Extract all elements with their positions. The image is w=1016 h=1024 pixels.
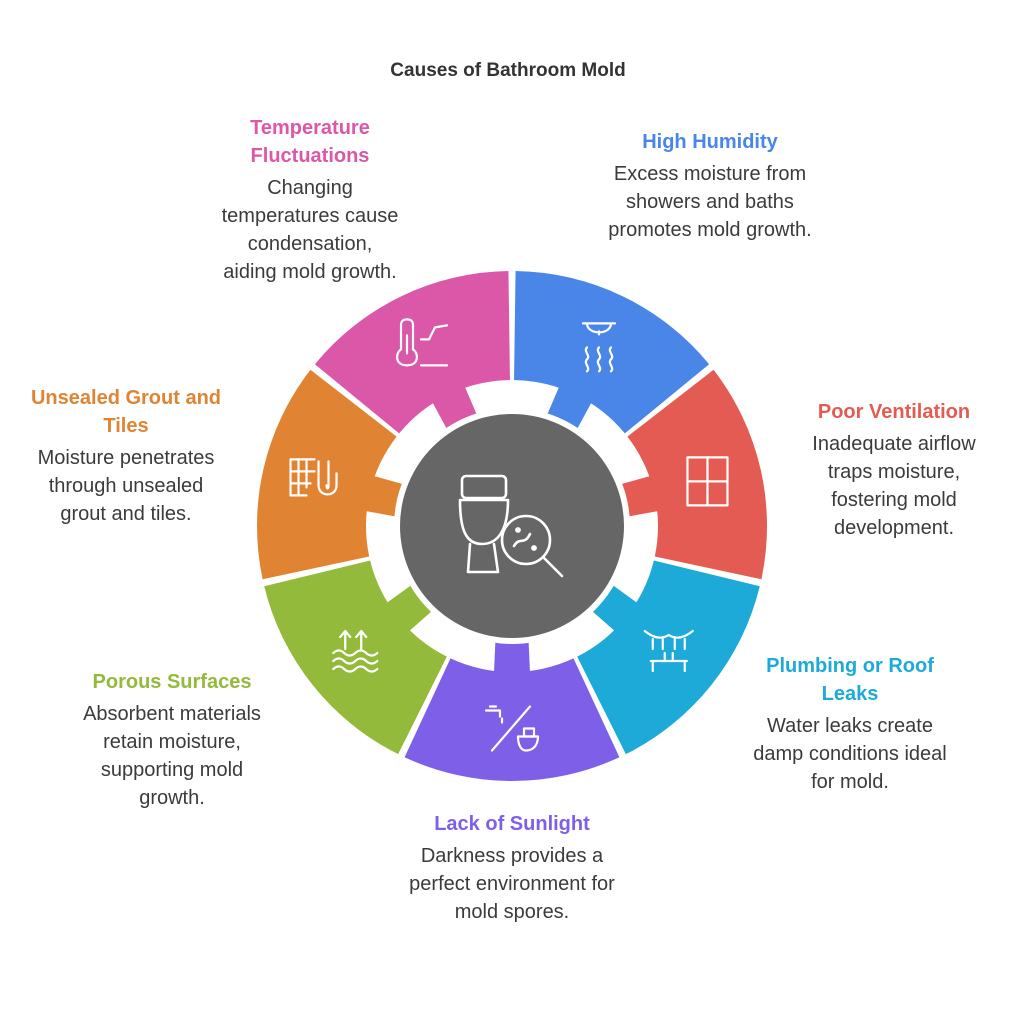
page-title: Causes of Bathroom Mold [390,60,626,81]
segment-lack-of-sunlight [404,658,620,782]
tiles-pipe-icon [289,458,338,497]
label-description-lack-of-sunlight: Darkness provides a perfect environment … [409,845,615,923]
segment-temperature-fluctuations [314,271,510,434]
label-title-plumbing-leaks: Plumbing or Roof Leaks [766,655,934,705]
toilet-with-magnifier-icon [458,474,564,578]
segment-unsealed-grout [257,369,397,580]
segment-plumbing-leaks [577,560,760,755]
label-description-high-humidity: Excess moisture from showers and baths p… [608,163,812,241]
label-title-porous-surfaces: Porous Surfaces [92,671,252,693]
window-icon [686,456,729,507]
label-description-plumbing-leaks: Water leaks create damp conditions ideal… [753,715,947,793]
label-title-high-humidity: High Humidity [642,131,778,153]
label-description-temperature-fluctuations: Changing temperatures cause condensation… [221,177,399,283]
center-disk [400,414,624,638]
faucet-toilet-icon [484,705,540,752]
label-title-poor-ventilation: Poor Ventilation [817,401,971,423]
thermometer-graph-icon [396,318,449,367]
label-title-lack-of-sunlight: Lack of Sunlight [434,813,590,835]
water-waves-icon [332,629,379,673]
segment-porous-surfaces [264,560,447,755]
label-title-temperature-fluctuations: Temperature Fluctuations [250,117,370,167]
shower-steam-icon [581,322,617,373]
label-description-poor-ventilation: Inadequate airflow traps moisture, foste… [812,433,976,539]
label-title-unsealed-grout: Unsealed Grout and Tiles [30,387,222,437]
label-description-porous-surfaces: Absorbent materials retain moisture, sup… [83,703,261,809]
leaking-pipe-icon [643,629,694,673]
label-description-unsealed-grout: Moisture penetrates through unsealed gro… [37,447,215,525]
segment-poor-ventilation [627,369,767,580]
